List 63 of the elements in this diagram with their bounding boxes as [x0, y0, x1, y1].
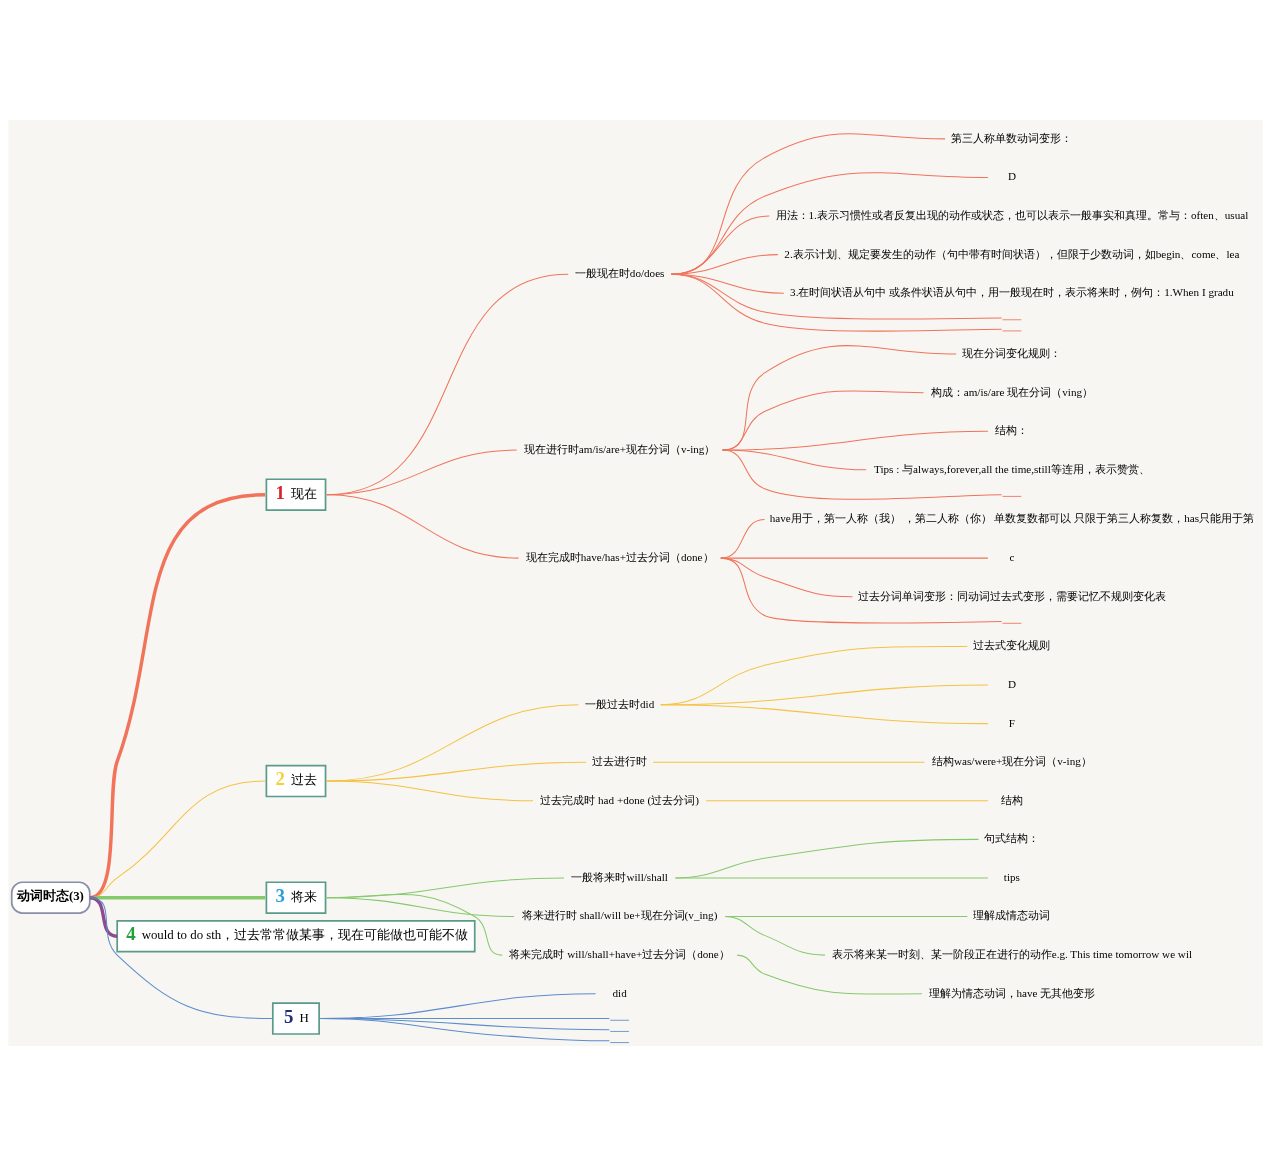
node-text: 过去分词单词变形：同动词过去式变形，需要记忆不规则变化表	[857, 589, 1166, 602]
node-text: D	[1007, 170, 1016, 183]
node-text: have用于，第一人称（我） ，第二人称（你） 单数复数都可以 只限于第三人称复数，has只能用于第	[769, 512, 1254, 525]
connector	[89, 897, 273, 1020]
node-bar	[609, 1019, 630, 1021]
connector	[660, 704, 989, 725]
connector	[326, 893, 503, 956]
node-text: 一般过去时did	[585, 697, 655, 710]
connector	[724, 916, 826, 956]
connector	[736, 954, 923, 995]
connector	[720, 557, 989, 559]
node-text: 过去式变化规则	[973, 639, 1051, 652]
connector	[674, 877, 989, 879]
node-text: 句式结构：	[984, 832, 1040, 845]
node-box: 动词时态(3)	[10, 881, 91, 914]
node-text: 第三人称单数动词变形：	[951, 131, 1073, 144]
node-text: 现在完成时have/has+过去分词（done）	[525, 551, 714, 564]
node-box: 2 过去	[265, 764, 327, 798]
node-text: tips	[1003, 870, 1020, 883]
node-text: 一般现在时do/does	[574, 267, 665, 280]
node-box: 1 现在	[265, 478, 327, 511]
node-bar	[609, 1042, 630, 1043]
node-text: F	[1008, 716, 1015, 729]
node-box: 5 H	[271, 1002, 320, 1035]
connector	[326, 494, 519, 559]
node-text: 表示将来某一时刻、某一阶段正在进行的动作e.g. This time tomorrow we wil	[831, 948, 1193, 961]
connector	[326, 780, 534, 802]
node-bar	[609, 1031, 630, 1032]
node-text: 用法：1.表示习惯性或者反复出现的动作或状态，也可以表示一般事实和真理。常与：often、usual	[775, 208, 1249, 221]
connector	[722, 449, 1003, 500]
node-text: 结构was/were+现在分词（v-ing）	[932, 755, 1092, 768]
node-text: did	[612, 986, 627, 999]
node-text: 过去完成时 had +done (过去分词)	[540, 793, 699, 806]
node-text: 结构	[1000, 793, 1023, 806]
connector	[652, 761, 925, 763]
node-text: 结构：	[995, 424, 1029, 437]
node-bar	[1002, 319, 1022, 321]
node-text: 理解成情态动词	[973, 909, 1051, 922]
node-text: 将来完成时 will/shall+have+过去分词（done）	[509, 948, 730, 961]
node-text: 理解为情态动词，have 无其他变形	[928, 986, 1096, 999]
node-bar	[1002, 330, 1022, 332]
connector	[89, 895, 118, 938]
node-text: 将来进行时 shall/will be+现在分词(v_ing)	[521, 909, 718, 922]
connector	[670, 273, 1003, 332]
connector	[670, 172, 989, 275]
node-text: 现在分词变化规则：	[962, 346, 1062, 359]
connector	[705, 800, 989, 802]
connector	[722, 449, 867, 471]
node-text: 一般将来时will/shall	[571, 870, 668, 883]
node-bar	[1002, 495, 1022, 497]
node-text: D	[1007, 677, 1016, 690]
node-text: 过去进行时	[592, 755, 648, 768]
connector	[720, 557, 1003, 624]
connector	[319, 1018, 610, 1042]
node-box: 4 would to do sth，过去常常做某事，现在可能做也可能不做	[116, 919, 476, 953]
node-box: 3 将来	[265, 881, 327, 914]
node-text: 3.在时间状语从句中 或条件状语从句中，用一般现在时，表示将来时，例句：1.When I gradu	[790, 286, 1234, 299]
node-bar	[1002, 622, 1022, 624]
node-text: 2.表示计划、规定要发生的动作（句中带有时间状语），但限于少数动词，如begin、come、lea	[784, 247, 1240, 260]
node-text: c	[1009, 551, 1015, 564]
node-text: 构成：am/is/are 现在分词（ving）	[930, 385, 1094, 398]
node-text: 现在进行时am/is/are+现在分词（v-ing）	[523, 443, 716, 456]
node-text: Tips : 与always,forever,all the time,still等连用，表示赞赏、	[874, 462, 1150, 475]
